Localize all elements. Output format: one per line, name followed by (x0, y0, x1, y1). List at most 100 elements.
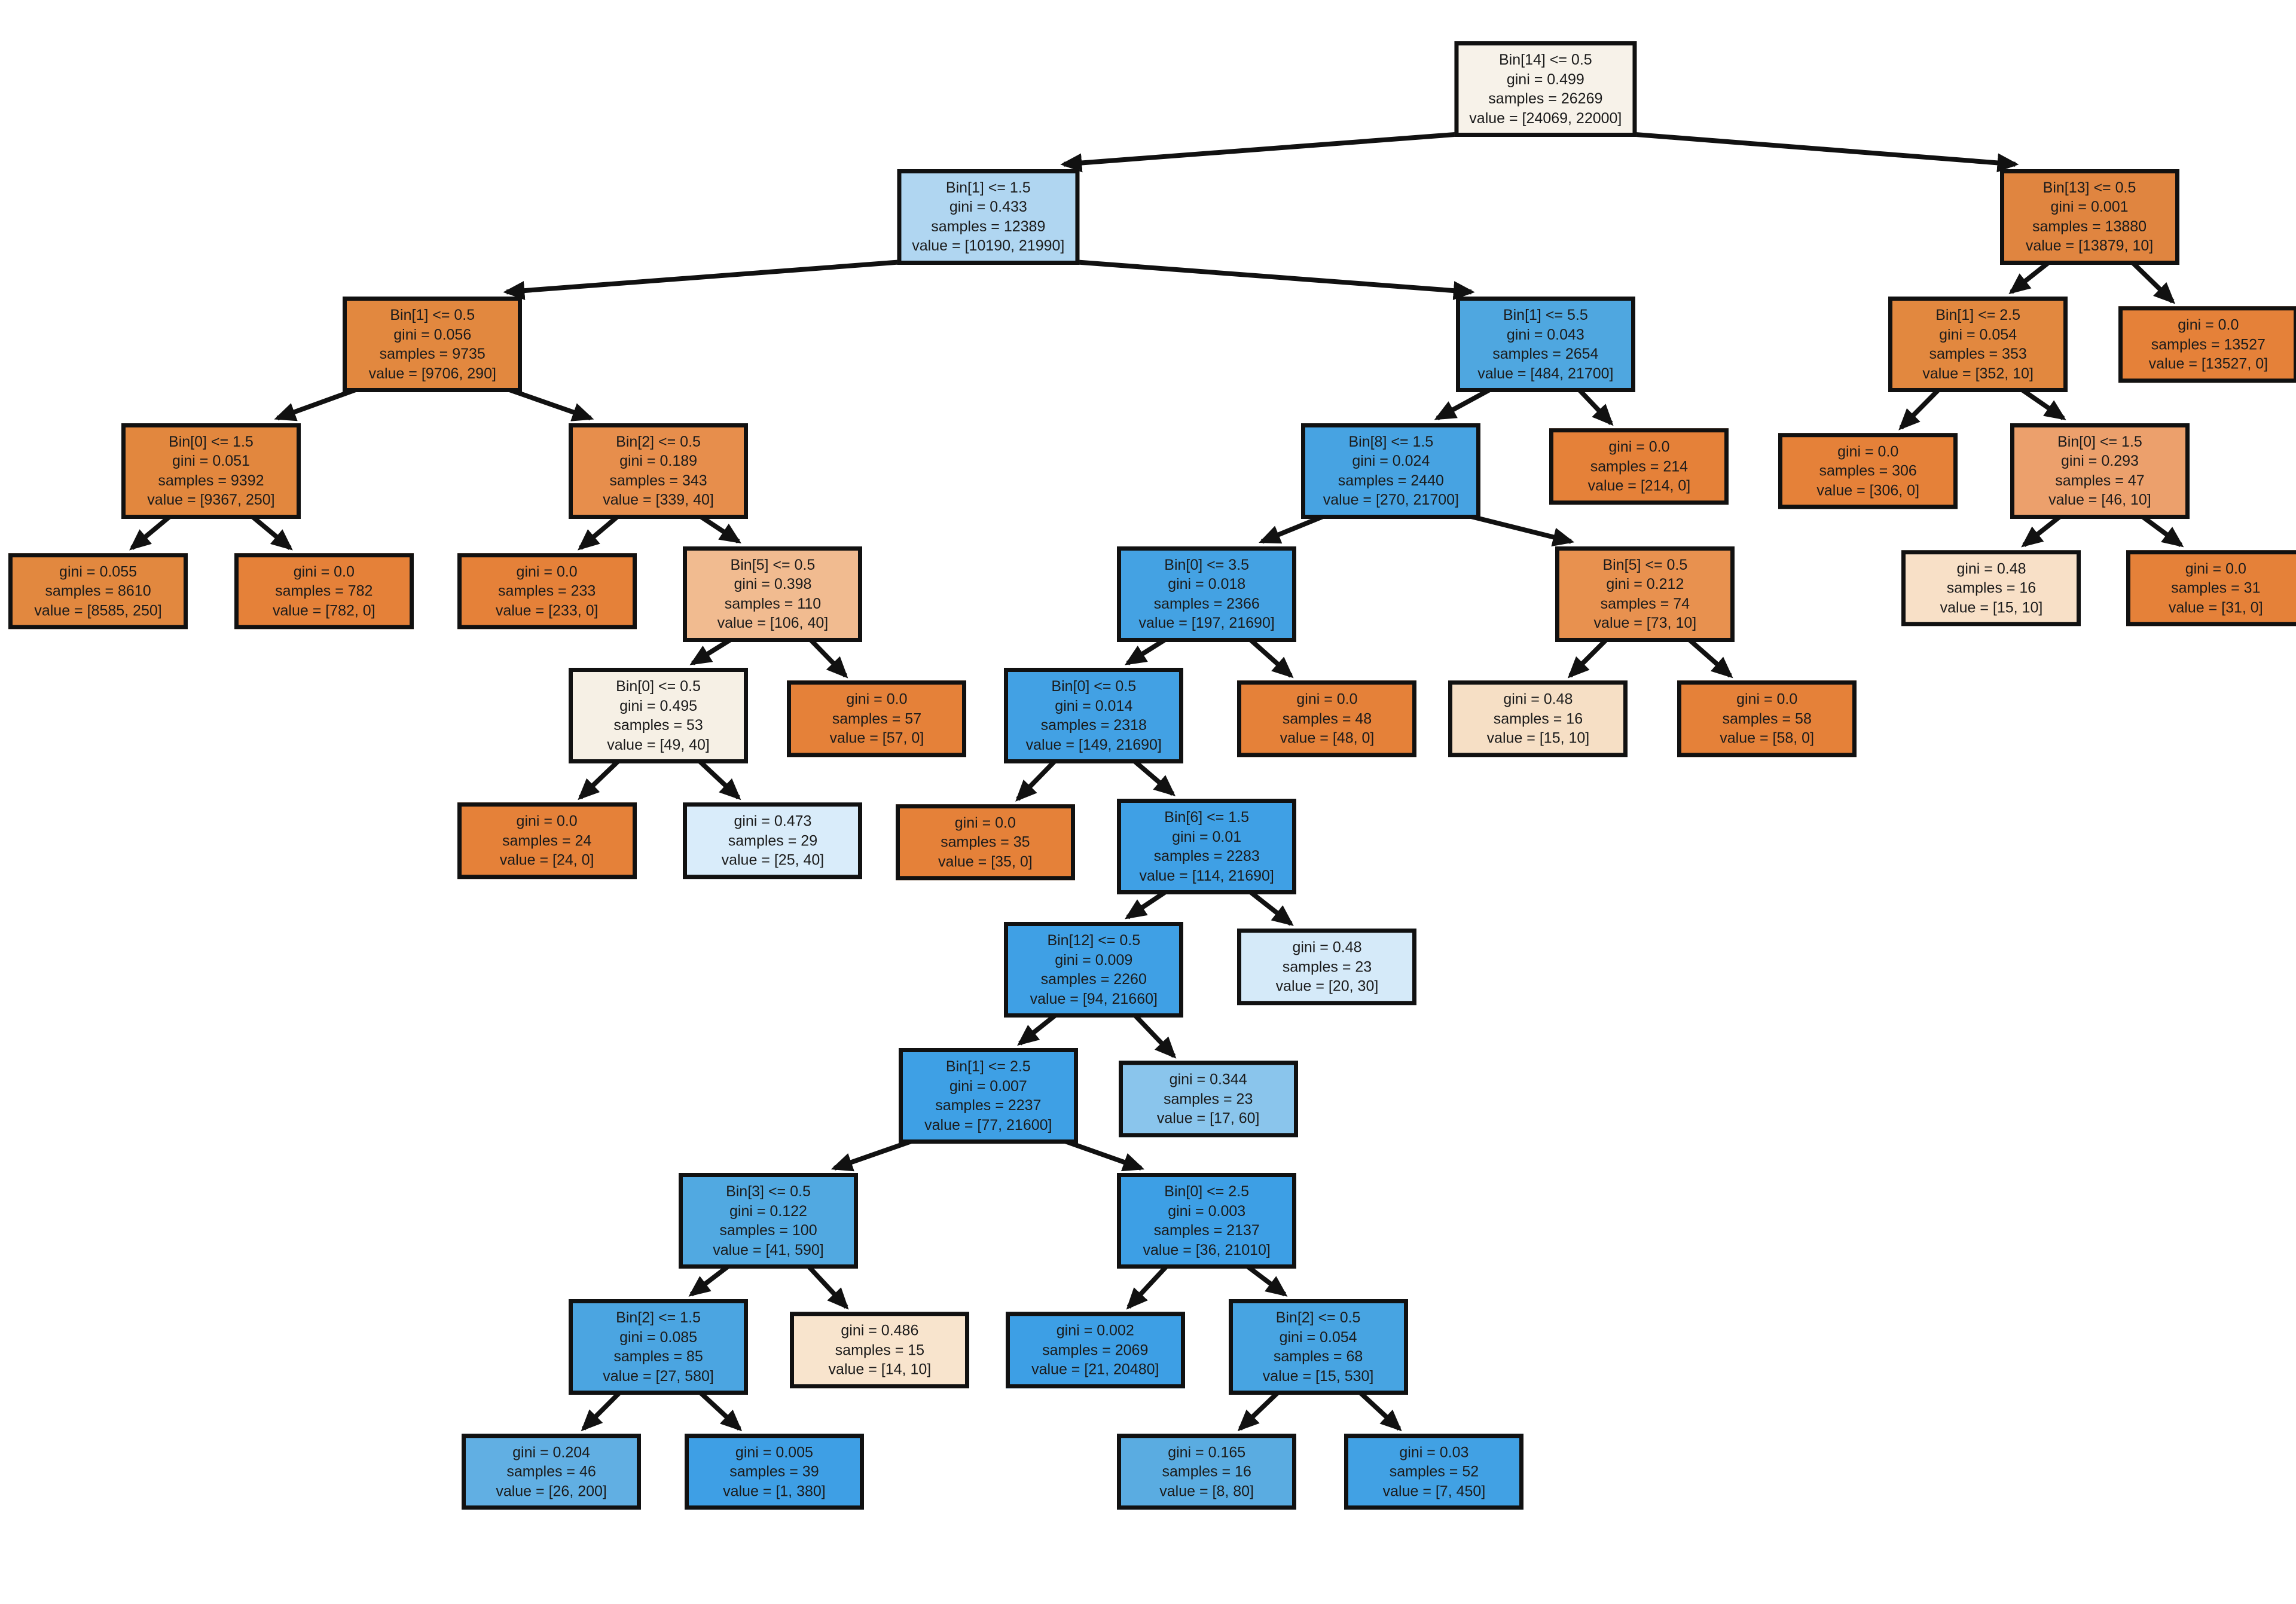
node-text-line: samples = 2440 (1338, 472, 1444, 489)
node-text-line: samples = 24 (502, 832, 592, 849)
node-text-line: value = [339, 40] (603, 491, 714, 508)
node-text-line: gini = 0.018 (1168, 576, 1246, 593)
node-text-line: value = [233, 0] (495, 601, 599, 619)
tree-edge-17-24 (1247, 636, 1294, 679)
node-text-line: Bin[1] <= 2.5 (1935, 307, 2020, 324)
tree-edge-18-25 (1567, 636, 1610, 679)
node-text-line: value = [49, 40] (607, 736, 710, 753)
node-text-line: Bin[6] <= 1.5 (1164, 809, 1250, 826)
tree-edge-40-43 (1237, 1389, 1281, 1432)
tree-edge-7-13 (129, 513, 173, 551)
node-text-line: gini = 0.085 (619, 1328, 698, 1346)
node-text-line: samples = 35 (941, 833, 1030, 851)
node-text-line: gini = 0.48 (1956, 560, 2026, 578)
node-text-line: value = [197, 21690] (1138, 615, 1275, 632)
node-text-line: value = [15, 10] (1486, 729, 1590, 747)
node-text-line: value = [484, 21700] (1477, 365, 1614, 382)
tree-edge-4-9 (1434, 386, 1493, 421)
node-text-line: samples = 31 (2171, 579, 2261, 597)
node-text-line: Bin[1] <= 0.5 (390, 307, 475, 324)
tree-edge-30-31 (1124, 888, 1169, 919)
node-text-line: samples = 8610 (45, 582, 151, 600)
node-text-line: samples = 58 (1722, 710, 1812, 728)
node-text-line: samples = 15 (835, 1341, 925, 1358)
tree-edge-31-33 (1017, 1012, 1059, 1046)
node-text-line: samples = 110 (724, 595, 822, 612)
node-text-line: value = [149, 21690] (1025, 736, 1162, 753)
node-text-line: samples = 13527 (2151, 336, 2266, 353)
node-text-line: gini = 0.0 (516, 563, 578, 580)
node-text-line: samples = 2137 (1153, 1222, 1260, 1239)
node-text-line: Bin[0] <= 2.5 (1164, 1183, 1250, 1200)
node-text-line: gini = 0.056 (393, 326, 472, 343)
node-text-line: Bin[12] <= 0.5 (1047, 932, 1141, 949)
node-text-line: Bin[0] <= 1.5 (169, 433, 254, 450)
tree-edge-36-39 (1126, 1263, 1170, 1310)
tree-edge-5-12 (2019, 387, 2066, 420)
tree-edge-23-29 (1015, 758, 1058, 802)
node-text-line: gini = 0.005 (735, 1444, 813, 1461)
node-text-line: value = [27, 580] (603, 1367, 714, 1385)
node-text-line: samples = 47 (2055, 472, 2145, 489)
node-text-line: samples = 85 (613, 1348, 703, 1365)
tree-edge-18-26 (1686, 636, 1733, 679)
node-text-line: samples = 9735 (379, 346, 486, 363)
node-text-line: samples = 16 (1162, 1463, 1251, 1480)
tree-edge-1-4 (1064, 258, 1475, 301)
node-text-line: gini = 0.165 (1168, 1444, 1246, 1461)
node-text-line: gini = 0.212 (1606, 576, 1684, 593)
node-text-line: value = [77, 21600] (924, 1116, 1052, 1134)
node-text-line: value = [31, 0] (2168, 599, 2263, 616)
node-text-line: Bin[5] <= 0.5 (1602, 556, 1688, 573)
node-text-line: gini = 0.043 (1506, 326, 1584, 343)
node-text-line: samples = 9392 (158, 472, 264, 489)
node-text-line: Bin[14] <= 0.5 (1498, 51, 1592, 69)
node-text-line: Bin[0] <= 1.5 (2057, 433, 2142, 450)
tree-edge-5-11 (1898, 387, 1941, 430)
node-text-line: value = [26, 200] (496, 1483, 607, 1500)
node-text-line: samples = 23 (1282, 958, 1372, 975)
node-text-line: gini = 0.0 (954, 814, 1016, 831)
tree-edge-37-42 (697, 1389, 743, 1431)
tree-edge-33-35 (831, 1138, 915, 1172)
node-text-line: gini = 0.0 (2178, 316, 2239, 334)
node-text-line: value = [35, 0] (938, 853, 1033, 870)
node-text-line: gini = 0.0 (2185, 560, 2246, 578)
node-text-line: Bin[1] <= 1.5 (945, 179, 1031, 196)
tree-node-29: gini = 0.0 samples = 35 value = [35, 0] (895, 803, 1075, 881)
node-text-line: value = [41, 590] (713, 1241, 824, 1258)
node-text-line: samples = 343 (609, 472, 707, 489)
tree-edge-4-10 (1576, 387, 1614, 426)
node-text-line: gini = 0.001 (2050, 198, 2129, 216)
tree-edge-9-18 (1464, 512, 1575, 546)
node-text-line: samples = 23 (1163, 1090, 1253, 1108)
node-text-line: samples = 57 (832, 710, 922, 728)
node-text-line: samples = 29 (728, 832, 818, 849)
tree-edge-35-37 (688, 1263, 732, 1297)
tree-edge-21-27 (578, 758, 621, 801)
node-text-line: gini = 0.055 (59, 563, 138, 580)
node-text-line: samples = 13880 (2032, 218, 2147, 235)
node-text-line: samples = 233 (497, 582, 596, 600)
node-text-line: samples = 52 (1389, 1463, 1479, 1480)
node-text-line: gini = 0.48 (1292, 939, 1362, 956)
node-text-line: samples = 26269 (1488, 90, 1603, 108)
node-text-line: gini = 0.009 (1055, 951, 1133, 968)
